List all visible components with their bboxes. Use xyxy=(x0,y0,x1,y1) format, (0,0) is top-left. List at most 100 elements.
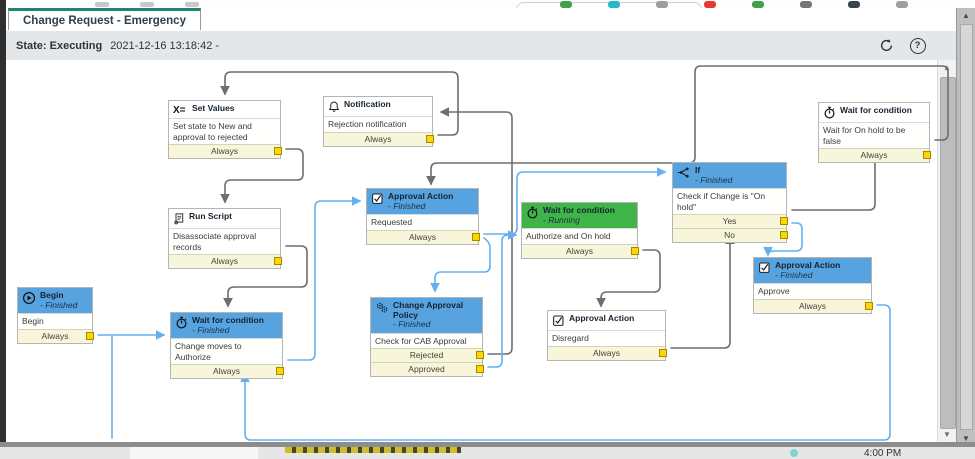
stopwatch-icon xyxy=(526,206,539,219)
extension-icon[interactable] xyxy=(656,1,668,8)
refresh-icon[interactable] xyxy=(878,37,895,54)
node-description: Set state to New and approval to rejecte… xyxy=(169,118,280,144)
extension-icon[interactable] xyxy=(896,1,908,8)
connector-square[interactable] xyxy=(865,301,873,310)
connector-square[interactable] xyxy=(476,351,484,359)
bell-icon xyxy=(328,100,340,113)
output-always[interactable]: Always xyxy=(324,131,434,146)
output-yes[interactable]: Yes xyxy=(673,214,788,228)
output-always[interactable]: Always xyxy=(522,243,639,258)
connector-square[interactable] xyxy=(276,367,284,375)
output-always[interactable]: Always xyxy=(169,254,282,268)
node-description: Approve xyxy=(754,283,871,299)
script-icon xyxy=(173,212,185,225)
connector-square[interactable] xyxy=(472,232,480,241)
output-always[interactable]: Always xyxy=(819,148,931,162)
extension-icon[interactable] xyxy=(752,1,764,8)
connector-square[interactable] xyxy=(274,147,282,155)
output-label: Always xyxy=(213,366,240,376)
node-description: Requested xyxy=(367,214,478,230)
output-label: Always xyxy=(860,150,888,160)
window-edge xyxy=(0,8,6,446)
stopwatch-icon xyxy=(175,316,188,329)
connector-square[interactable] xyxy=(86,331,94,340)
checkbox-icon xyxy=(371,192,384,205)
scroll-down-icon[interactable]: ▼ xyxy=(943,430,951,439)
scrollbar-thumb[interactable] xyxy=(940,77,956,429)
x-equals-icon: X= xyxy=(173,104,188,116)
connector-square[interactable] xyxy=(659,348,667,357)
connector-square[interactable] xyxy=(426,134,434,143)
canvas-vertical-scrollbar[interactable]: ▲ ▼ xyxy=(937,60,956,442)
extension-icon[interactable] xyxy=(608,1,620,8)
state-timestamp: 2021-12-16 13:18:42 - xyxy=(110,39,220,52)
extension-icon[interactable] xyxy=(848,1,860,8)
connector-square[interactable] xyxy=(631,246,639,255)
extension-icon[interactable] xyxy=(800,1,812,8)
scrollbar-thumb[interactable] xyxy=(960,24,973,430)
connector-square[interactable] xyxy=(780,217,788,225)
node-state: - Finished xyxy=(40,299,78,310)
tab-bar: Change Request - Emergency xyxy=(6,8,956,32)
node-state: - Finished xyxy=(695,174,733,185)
output-approved[interactable]: Approved xyxy=(371,362,484,376)
connector-square[interactable] xyxy=(780,231,788,239)
node-state: - Finished xyxy=(192,324,230,335)
node-state: - Finished xyxy=(388,200,426,211)
output-always[interactable]: Always xyxy=(548,345,667,360)
output-label: Always xyxy=(211,256,238,266)
toolbar-fragment xyxy=(95,2,109,7)
branch-icon xyxy=(677,166,691,179)
output-always[interactable]: Always xyxy=(754,298,873,313)
help-icon[interactable]: ? xyxy=(909,37,926,54)
checkbox-icon xyxy=(758,261,771,274)
play-icon xyxy=(22,291,36,305)
output-label: No xyxy=(724,230,735,240)
window-edge xyxy=(0,0,6,8)
output-no[interactable]: No xyxy=(673,228,788,242)
node-description: Disregard xyxy=(548,330,665,346)
output-label: Always xyxy=(211,146,238,156)
node-title: Approval Action xyxy=(388,191,454,201)
connector-square[interactable] xyxy=(274,257,282,265)
background-window-strip: 4:00 PM xyxy=(0,447,975,459)
scroll-up-icon[interactable]: ▲ xyxy=(943,63,951,72)
connector-square[interactable] xyxy=(923,151,931,159)
state-label: State: Executing xyxy=(16,39,103,52)
stopwatch-icon xyxy=(823,106,836,119)
extension-icon[interactable] xyxy=(560,1,572,8)
connector-square[interactable] xyxy=(476,365,484,373)
node-title: Wait for condition xyxy=(840,105,912,115)
tab-change-request-emergency[interactable]: Change Request - Emergency xyxy=(8,8,201,30)
output-always[interactable]: Always xyxy=(18,328,94,343)
scroll-up-icon[interactable]: ▲ xyxy=(962,11,970,20)
extension-icon[interactable] xyxy=(704,1,716,8)
output-rejected[interactable]: Rejected xyxy=(371,348,484,362)
output-always[interactable]: Always xyxy=(171,364,284,378)
node-description: Authorize and On hold xyxy=(522,228,637,244)
workflow-canvas[interactable] xyxy=(6,60,937,442)
output-label: Always xyxy=(41,330,69,341)
output-label: Always xyxy=(409,231,436,242)
node-description: Begin xyxy=(18,313,92,329)
output-always[interactable]: Always xyxy=(169,144,282,158)
output-always[interactable]: Always xyxy=(367,229,480,244)
output-label: Always xyxy=(364,133,392,144)
node-title: Approval Action xyxy=(775,260,841,270)
scroll-down-icon[interactable]: ▼ xyxy=(962,434,970,443)
browser-scrollbar[interactable]: ▲ ▼ xyxy=(956,8,975,447)
checkbox-icon xyxy=(552,314,565,327)
